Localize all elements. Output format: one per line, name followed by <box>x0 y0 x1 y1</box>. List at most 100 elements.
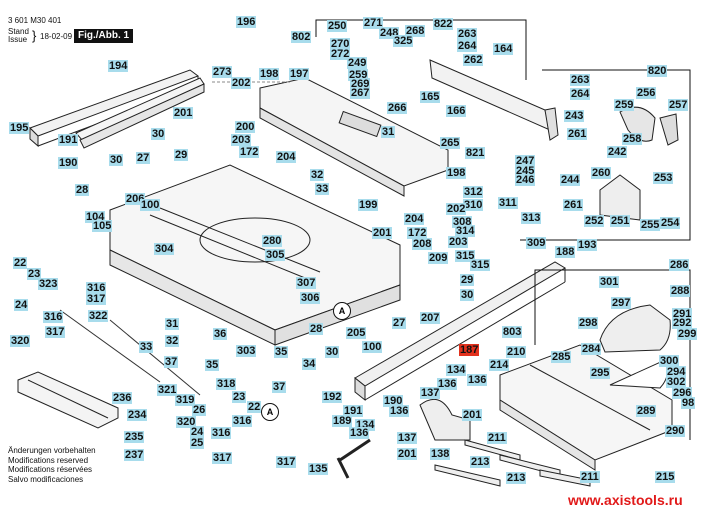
part-label-267[interactable]: 267 <box>350 87 371 99</box>
part-label-197[interactable]: 197 <box>289 68 310 80</box>
part-label-134[interactable]: 134 <box>446 364 467 376</box>
part-label-299[interactable]: 299 <box>677 328 698 340</box>
part-label-26[interactable]: 26 <box>192 404 207 416</box>
part-label-187[interactable]: 187 <box>459 344 480 356</box>
part-label-304[interactable]: 304 <box>154 243 175 255</box>
part-label-194[interactable]: 194 <box>108 60 129 72</box>
part-label-137[interactable]: 137 <box>397 432 418 444</box>
part-label-193[interactable]: 193 <box>577 239 598 251</box>
part-label-316[interactable]: 316 <box>232 415 253 427</box>
part-label-202[interactable]: 202 <box>231 77 252 89</box>
part-label-296[interactable]: 296 <box>672 387 693 399</box>
part-label-262[interactable]: 262 <box>463 54 484 66</box>
part-label-165[interactable]: 165 <box>420 91 441 103</box>
part-label-201[interactable]: 201 <box>397 448 418 460</box>
part-label-320[interactable]: 320 <box>10 335 31 347</box>
part-label-302[interactable]: 302 <box>666 376 687 388</box>
part-label-189[interactable]: 189 <box>332 415 353 427</box>
part-label-202[interactable]: 202 <box>446 203 467 215</box>
part-label-35[interactable]: 35 <box>205 359 220 371</box>
part-label-317[interactable]: 317 <box>45 326 66 338</box>
part-label-243[interactable]: 243 <box>564 110 585 122</box>
part-label-289[interactable]: 289 <box>636 405 657 417</box>
part-label-136[interactable]: 136 <box>389 405 410 417</box>
part-label-298[interactable]: 298 <box>578 317 599 329</box>
part-label-284[interactable]: 284 <box>581 343 602 355</box>
part-label-211[interactable]: 211 <box>487 432 507 444</box>
part-label-271[interactable]: 271 <box>363 17 384 29</box>
part-label-136[interactable]: 136 <box>467 374 488 386</box>
part-label-28[interactable]: 28 <box>309 323 324 335</box>
part-label-266[interactable]: 266 <box>387 102 408 114</box>
part-label-247[interactable]: 247 <box>515 155 536 167</box>
part-label-29[interactable]: 29 <box>460 274 475 286</box>
part-label-210[interactable]: 210 <box>506 346 527 358</box>
part-label-213[interactable]: 213 <box>506 472 527 484</box>
part-label-300[interactable]: 300 <box>659 355 680 367</box>
part-label-315[interactable]: 315 <box>470 259 491 271</box>
part-label-203[interactable]: 203 <box>231 134 252 146</box>
part-label-135[interactable]: 135 <box>308 463 329 475</box>
part-label-22[interactable]: 22 <box>13 257 28 269</box>
part-label-261[interactable]: 261 <box>567 128 588 140</box>
part-label-258[interactable]: 258 <box>622 133 643 145</box>
part-label-166[interactable]: 166 <box>446 105 467 117</box>
part-label-255[interactable]: 255 <box>640 219 661 231</box>
part-label-325[interactable]: 325 <box>393 35 414 47</box>
part-label-319[interactable]: 319 <box>175 394 196 406</box>
part-label-312[interactable]: 312 <box>463 186 484 198</box>
part-label-32[interactable]: 32 <box>165 335 180 347</box>
part-label-314[interactable]: 314 <box>455 225 476 237</box>
part-label-259[interactable]: 259 <box>614 99 635 111</box>
part-label-294[interactable]: 294 <box>666 366 687 378</box>
part-label-301[interactable]: 301 <box>599 276 620 288</box>
part-label-136[interactable]: 136 <box>349 427 370 439</box>
part-label-29[interactable]: 29 <box>174 149 189 161</box>
part-label-191[interactable]: 191 <box>58 134 79 146</box>
part-label-30[interactable]: 30 <box>325 346 340 358</box>
part-label-204[interactable]: 204 <box>276 151 297 163</box>
part-label-23[interactable]: 23 <box>232 391 247 403</box>
part-label-27[interactable]: 27 <box>136 152 151 164</box>
part-label-253[interactable]: 253 <box>653 172 674 184</box>
part-label-311[interactable]: 311 <box>498 197 518 209</box>
part-label-316[interactable]: 316 <box>43 311 64 323</box>
part-label-32[interactable]: 32 <box>310 169 325 181</box>
part-label-37[interactable]: 37 <box>272 381 287 393</box>
part-label-137[interactable]: 137 <box>420 387 441 399</box>
part-label-263[interactable]: 263 <box>570 74 591 86</box>
part-label-196[interactable]: 196 <box>236 16 257 28</box>
part-label-244[interactable]: 244 <box>560 174 581 186</box>
part-label-268[interactable]: 268 <box>405 25 426 37</box>
part-label-803[interactable]: 803 <box>502 326 523 338</box>
part-label-27[interactable]: 27 <box>392 317 407 329</box>
part-label-264[interactable]: 264 <box>570 88 591 100</box>
part-label-317[interactable]: 317 <box>276 456 297 468</box>
part-label-320[interactable]: 320 <box>176 416 197 428</box>
part-label-236[interactable]: 236 <box>112 392 133 404</box>
part-label-22[interactable]: 22 <box>247 401 262 413</box>
part-label-303[interactable]: 303 <box>236 345 257 357</box>
part-label-23[interactable]: 23 <box>27 268 42 280</box>
part-label-215[interactable]: 215 <box>655 471 676 483</box>
part-label-820[interactable]: 820 <box>647 65 668 77</box>
part-label-285[interactable]: 285 <box>551 351 572 363</box>
part-label-105[interactable]: 105 <box>92 220 113 232</box>
part-label-31[interactable]: 31 <box>165 318 180 330</box>
part-label-34[interactable]: 34 <box>302 358 317 370</box>
part-label-306[interactable]: 306 <box>300 292 321 304</box>
part-label-138[interactable]: 138 <box>430 448 451 460</box>
part-label-98[interactable]: 98 <box>681 397 696 409</box>
part-label-822[interactable]: 822 <box>433 18 454 30</box>
part-label-250[interactable]: 250 <box>327 20 348 32</box>
part-label-317[interactable]: 317 <box>212 452 233 464</box>
part-label-36[interactable]: 36 <box>213 328 228 340</box>
part-label-200[interactable]: 200 <box>235 121 256 133</box>
part-label-30[interactable]: 30 <box>460 289 475 301</box>
part-label-270[interactable]: 270 <box>330 38 351 50</box>
part-label-249[interactable]: 249 <box>347 57 368 69</box>
part-label-237[interactable]: 237 <box>124 449 145 461</box>
part-label-33[interactable]: 33 <box>139 341 154 353</box>
part-label-297[interactable]: 297 <box>611 297 632 309</box>
part-label-208[interactable]: 208 <box>412 238 433 250</box>
